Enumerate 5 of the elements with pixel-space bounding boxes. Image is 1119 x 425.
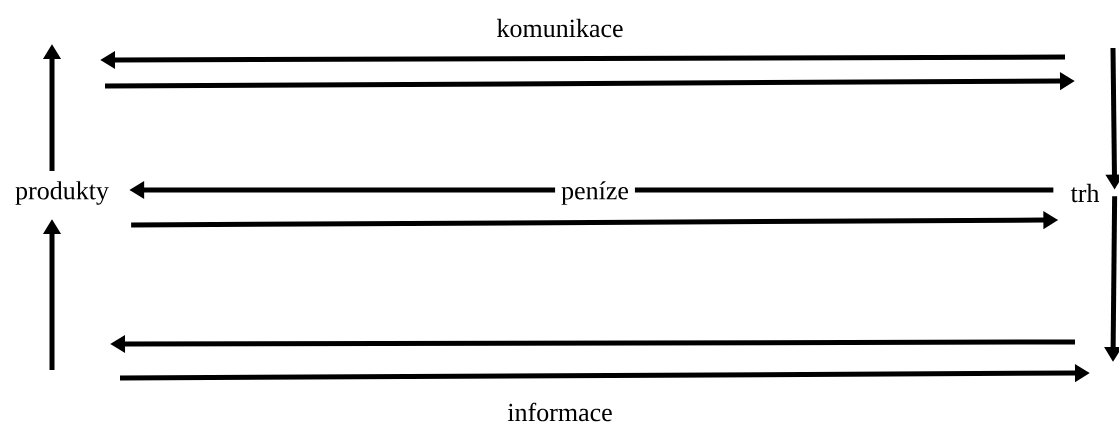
edge-label: peníze bbox=[555, 175, 635, 211]
flow-label: komunikace bbox=[497, 18, 623, 38]
node-label: produkty bbox=[15, 181, 109, 205]
flow-label: informace bbox=[507, 402, 612, 422]
node-label: trh bbox=[1070, 183, 1100, 203]
